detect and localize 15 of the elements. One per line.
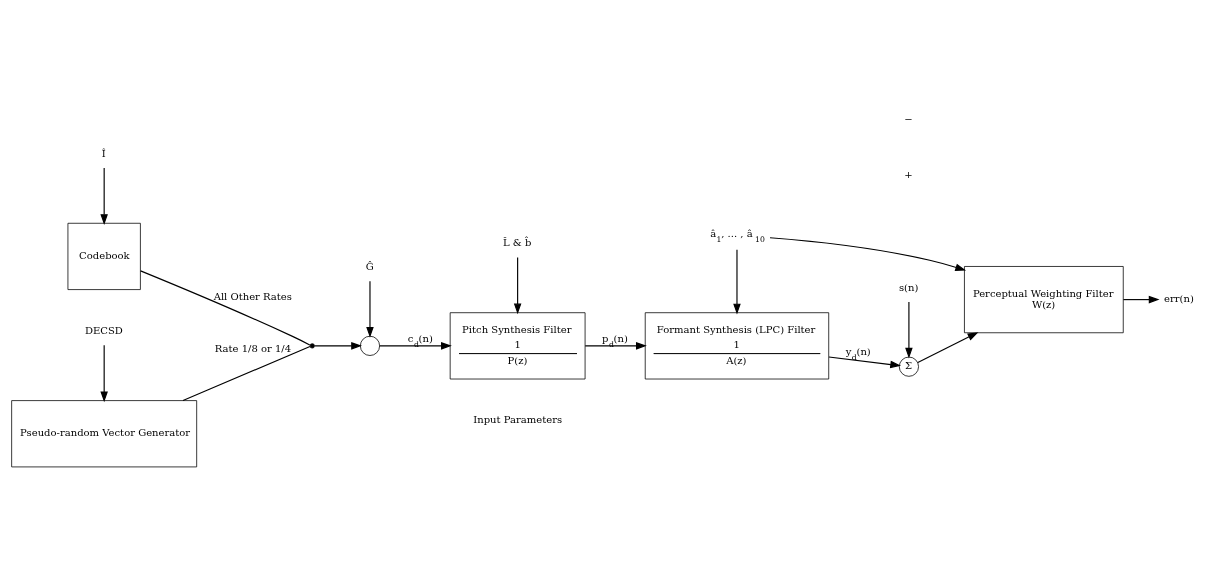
- node-text: Î: [101, 147, 106, 159]
- edge-label: All Other Rates: [213, 290, 292, 302]
- edge-label: p$_{d}$(n): [602, 333, 628, 349]
- edge-label: c$_{d}$(n): [407, 333, 433, 349]
- edge-label: Rate 1/8 or 1/4: [214, 342, 292, 354]
- label: Input Parameters: [473, 414, 563, 426]
- node-text: L̂ & b̂: [502, 236, 532, 248]
- node-text: err(n): [1164, 293, 1194, 305]
- node-text: DECSD: [84, 324, 123, 336]
- edge-label: y$_{d}$(n): [845, 346, 871, 362]
- node-text: s(n): [898, 281, 919, 293]
- node-text: Ĝ: [365, 260, 374, 272]
- label: −: [904, 113, 913, 125]
- label: +: [904, 169, 913, 181]
- node-text: â$_{1}$, ... , â$_{10}$: [710, 228, 765, 244]
